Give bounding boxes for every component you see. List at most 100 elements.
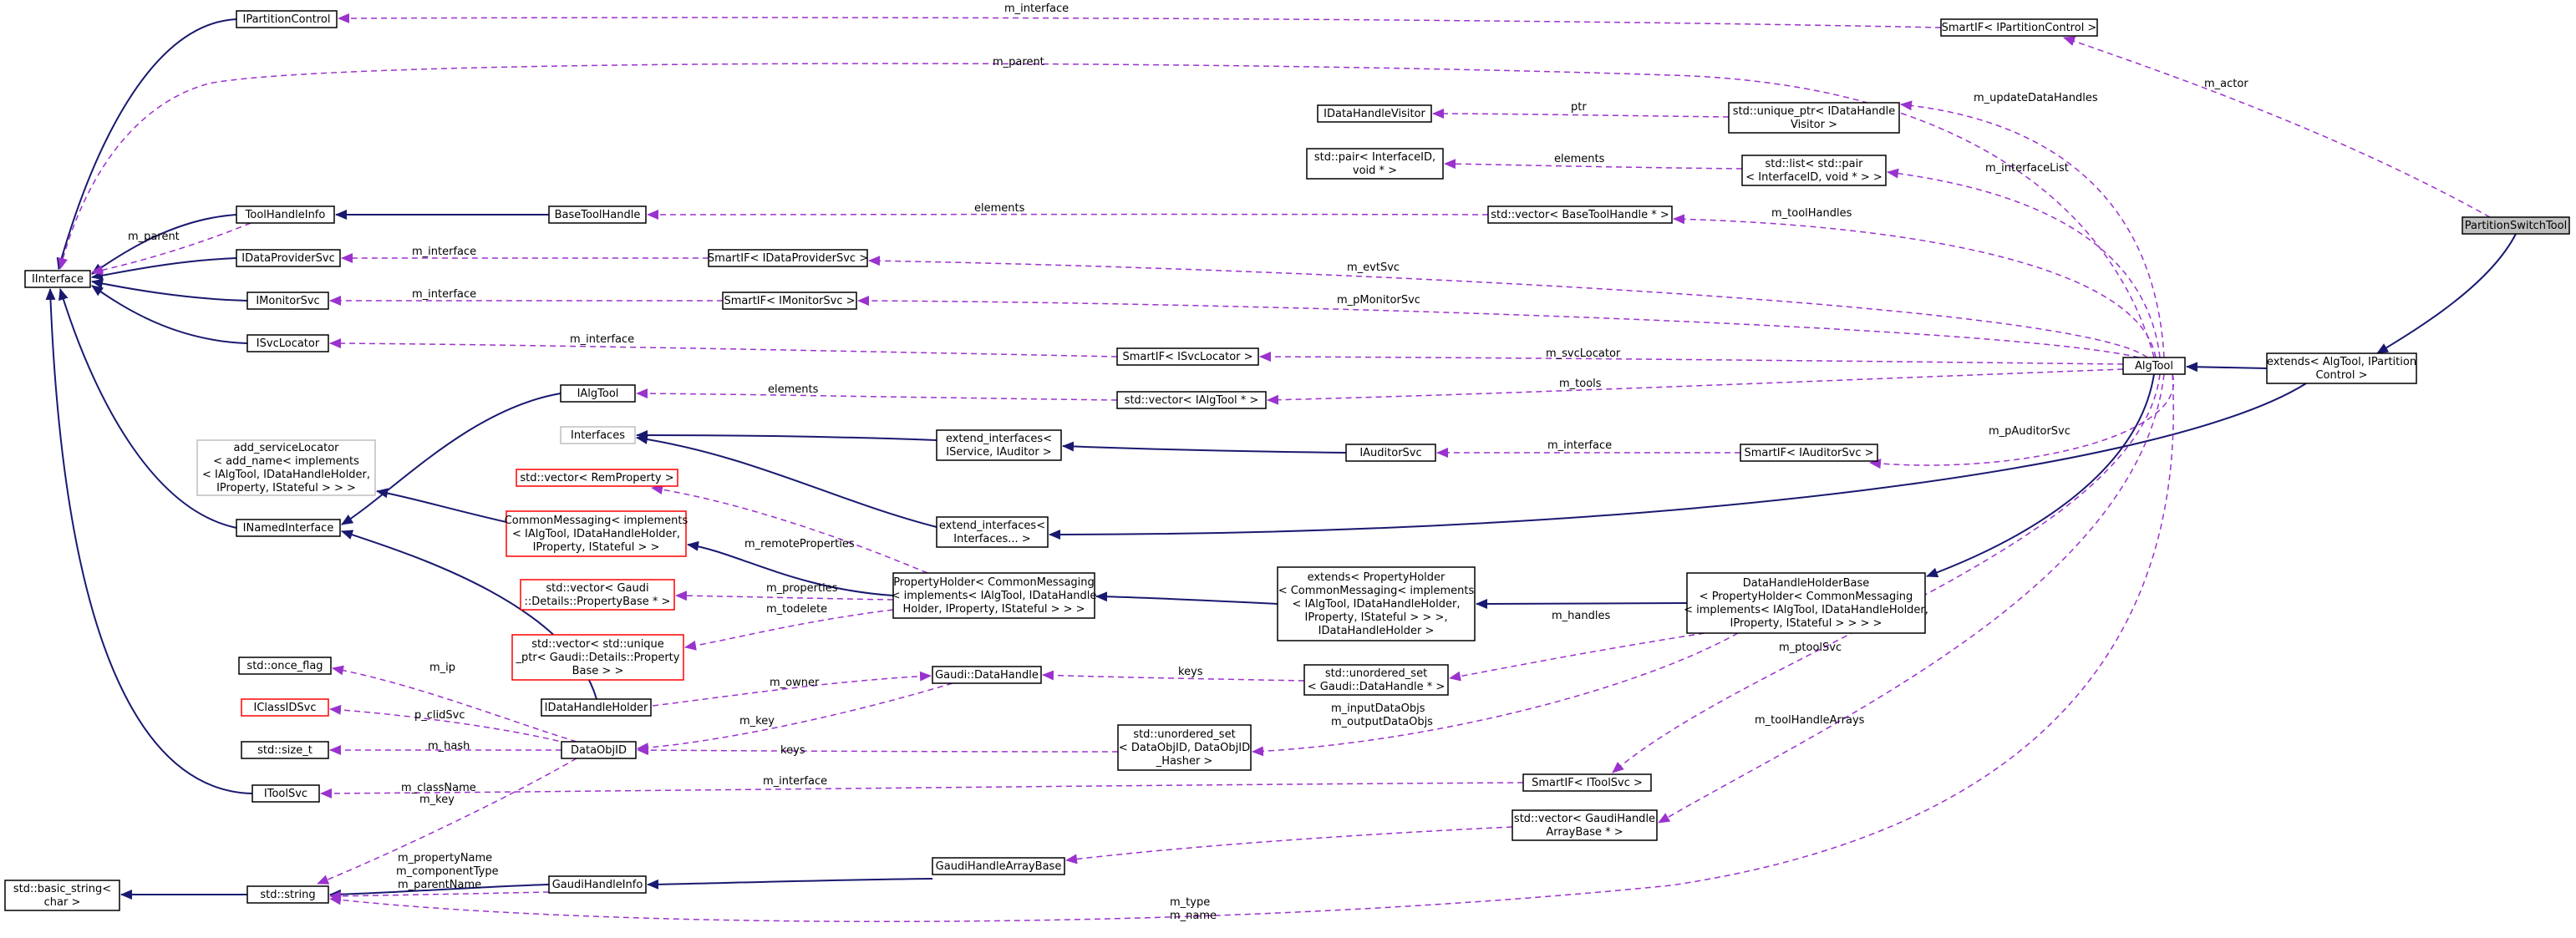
class-box bbox=[1740, 444, 1878, 462]
class-node-interfaces[interactable]: Interfaces bbox=[560, 426, 636, 444]
class-name-line: std::vector< Gaudi bbox=[546, 582, 648, 595]
class-node-gaudi-datahandle[interactable]: Gaudi::DataHandle bbox=[932, 666, 1042, 684]
class-node-vector-gaudihandlearraybase[interactable]: std::vector< GaudiHandleArrayBase * > bbox=[1512, 809, 1658, 841]
class-box bbox=[892, 572, 1095, 619]
class-node-unordered-set-datahandle[interactable]: std::unordered_set< Gaudi::DataHandle * … bbox=[1303, 664, 1449, 696]
class-name-line: IAlgTool bbox=[577, 388, 619, 400]
class-node-imonitorsvc[interactable]: IMonitorSvc bbox=[246, 292, 329, 310]
class-node-vector-propertybase[interactable]: std::vector< Gaudi::Details::PropertyBas… bbox=[520, 579, 675, 611]
class-node-dataobjid[interactable]: DataObjID bbox=[561, 741, 637, 759]
class-node-smartif-iauditorsvc[interactable]: SmartIF< IAuditorSvc > bbox=[1740, 444, 1878, 462]
usage-edge-dataobjid-to-std-string bbox=[317, 758, 577, 885]
class-node-vector-basetoolhandle[interactable]: std::vector< BaseToolHandle * > bbox=[1487, 205, 1673, 224]
class-node-std-basic-string[interactable]: std::basic_string<char > bbox=[4, 880, 120, 911]
class-name-line: std::vector< BaseToolHandle * > bbox=[1491, 209, 1669, 221]
class-node-extend-interfaces-iservice[interactable]: extend_interfaces<IService, IAuditor > bbox=[936, 429, 1062, 461]
class-node-unordered-set-dataobjid[interactable]: std::unordered_set< DataObjID, DataObjID… bbox=[1117, 724, 1252, 771]
class-node-smartif-idataprovidersvc[interactable]: SmartIF< IDataProviderSvc > bbox=[708, 249, 868, 267]
class-box bbox=[241, 741, 329, 759]
class-node-itoolsvc[interactable]: IToolSvc bbox=[252, 784, 320, 803]
class-node-propertyholder[interactable]: PropertyHolder< CommonMessaging< impleme… bbox=[892, 572, 1097, 619]
usage-edge-datahandleholderbase-to-unordered-set-dataobjid bbox=[1252, 632, 1739, 757]
usage-edge-gaudihandleinfo-to-std-string bbox=[329, 890, 550, 901]
class-node-smartif-ipartitioncontrol[interactable]: SmartIF< IPartitionControl > bbox=[1940, 18, 2098, 37]
edge-label-m-ptoolsvc: m_ptoolSvc bbox=[1779, 641, 1842, 654]
class-name-line: < InterfaceID, void * > > bbox=[1745, 171, 1882, 184]
inherit-edge-idataprovidersvc-to-iinterface bbox=[91, 257, 237, 281]
class-box bbox=[1487, 205, 1673, 224]
inherit-edge-gaudihandlearraybase-to-gaudihandleinfo bbox=[647, 878, 933, 890]
edge-label-m-evtsvc: m_evtSvc bbox=[1347, 261, 1400, 274]
class-node-ialgtool[interactable]: IAlgTool bbox=[560, 384, 636, 403]
class-name-line: IInterface bbox=[32, 273, 84, 286]
edge-label-m-outputdataobjs: m_outputDataObjs bbox=[1331, 716, 1433, 728]
class-name-line: ::Details::PropertyBase * > bbox=[525, 596, 671, 608]
class-name-line: SmartIF< IMonitorSvc > bbox=[724, 295, 855, 307]
class-box bbox=[1116, 391, 1267, 409]
class-name-line: BaseToolHandle bbox=[555, 209, 641, 221]
class-name-line: Control > bbox=[2315, 369, 2367, 382]
class-node-unique-ptr-idatahandlevisitor[interactable]: std::unique_ptr< IDataHandleVisitor > bbox=[1728, 102, 1900, 134]
class-node-vector-unique-propertybase[interactable]: std::vector< std::unique_ptr< Gaudi::Det… bbox=[511, 634, 684, 681]
class-name-line: std::pair< InterfaceID, bbox=[1314, 151, 1435, 164]
usage-edge-algtool-to-smartif-idataprovidersvc bbox=[868, 256, 2148, 358]
class-name-line: PropertyHolder< CommonMessaging bbox=[893, 576, 1095, 589]
class-node-vector-remproperty[interactable]: std::vector< RemProperty > bbox=[516, 469, 678, 487]
class-box bbox=[560, 426, 636, 444]
class-node-gaudihandlearraybase[interactable]: GaudiHandleArrayBase bbox=[932, 857, 1065, 875]
class-node-basetoolhandle[interactable]: BaseToolHandle bbox=[548, 205, 647, 224]
edge-label-m-remoteproperties: m_remoteProperties bbox=[744, 538, 855, 550]
class-name-line: < DataObjID, DataObjID bbox=[1119, 742, 1250, 754]
class-name-line: char > bbox=[44, 896, 81, 909]
class-node-std-size-t[interactable]: std::size_t bbox=[241, 741, 329, 759]
class-node-extend-interfaces-interfaces[interactable]: extend_interfaces<Interfaces... > bbox=[936, 516, 1049, 548]
inherit-edge-extend-interfaces-interfaces-to-interfaces bbox=[636, 434, 937, 528]
class-node-list-pair-interfaceid[interactable]: std::list< std::pair< InterfaceID, void … bbox=[1741, 155, 1887, 186]
class-node-partitionswitchtool[interactable]: PartitionSwitchTool bbox=[2462, 216, 2570, 235]
class-node-toolhandleinfo[interactable]: ToolHandleInfo bbox=[236, 205, 335, 224]
usage-edge-dataobjid-to-std-once-flag bbox=[332, 665, 577, 743]
class-name-line: ArrayBase * > bbox=[1546, 826, 1623, 839]
edge-label-elements-basetoolhandle: elements bbox=[974, 202, 1025, 215]
class-node-gaudihandleinfo[interactable]: GaudiHandleInfo bbox=[548, 875, 647, 894]
class-box bbox=[236, 519, 341, 537]
class-node-idatahandleholder[interactable]: IDataHandleHolder bbox=[541, 698, 652, 717]
class-node-extends-propertyholder[interactable]: extends< PropertyHolder< CommonMessaging… bbox=[1277, 566, 1476, 641]
class-name-line: GaudiHandleInfo bbox=[552, 879, 643, 891]
class-name-line: SmartIF< ISvcLocator > bbox=[1122, 351, 1252, 363]
class-node-idataprovidersvc[interactable]: IDataProviderSvc bbox=[236, 249, 341, 267]
class-node-idatahandlevisitor[interactable]: IDataHandleVisitor bbox=[1317, 104, 1432, 123]
class-node-isvclocator[interactable]: ISvcLocator bbox=[246, 334, 329, 352]
edge-label-m-interface-dps: m_interface bbox=[412, 246, 476, 258]
class-node-smartif-isvclocator[interactable]: SmartIF< ISvcLocator > bbox=[1116, 347, 1259, 366]
class-node-iauditorsvc[interactable]: IAuditorSvc bbox=[1345, 444, 1436, 462]
class-node-smartif-imonitorsvc[interactable]: SmartIF< IMonitorSvc > bbox=[722, 292, 857, 310]
class-node-commonmessaging[interactable]: CommonMessaging< implements< IAlgTool, I… bbox=[505, 510, 688, 557]
class-name-line: std::list< std::pair bbox=[1765, 158, 1863, 170]
class-name-line: DataHandleHolderBase bbox=[1743, 577, 1869, 590]
class-box bbox=[238, 657, 332, 675]
class-node-vector-ialgtool[interactable]: std::vector< IAlgTool * > bbox=[1116, 391, 1267, 409]
class-node-extends-algtool[interactable]: extends< AlgTool, IPartitionControl > bbox=[2266, 352, 2417, 384]
usage-edge-partitionswitchtool-to-smartif-ipartitioncontrol bbox=[2063, 36, 2491, 218]
class-node-inamedinterface[interactable]: INamedInterface bbox=[236, 519, 341, 537]
class-node-iclassidsvc[interactable]: IClassIDSvc bbox=[241, 698, 329, 717]
class-box bbox=[506, 510, 687, 557]
usage-edge-propertyholder-to-vector-remproperty bbox=[651, 484, 928, 574]
class-node-algtool[interactable]: AlgTool bbox=[2122, 357, 2186, 375]
class-node-ipartitioncontrol[interactable]: IPartitionControl bbox=[236, 10, 338, 28]
class-node-pair-interfaceid[interactable]: std::pair< InterfaceID,void * > bbox=[1306, 148, 1444, 180]
class-node-datahandleholderbase[interactable]: DataHandleHolderBase< PropertyHolder< Co… bbox=[1684, 572, 1928, 634]
class-node-smartif-itoolsvc[interactable]: SmartIF< IToolSvc > bbox=[1522, 773, 1652, 792]
class-node-iinterface[interactable]: IInterface bbox=[24, 270, 91, 288]
class-node-add-servicelocator[interactable]: add_serviceLocator< add_name< implements… bbox=[196, 439, 376, 496]
usage-edge-algtool-to-iinterface bbox=[58, 63, 2155, 358]
class-box bbox=[246, 334, 329, 352]
class-name-line: extends< PropertyHolder bbox=[1308, 571, 1446, 584]
edge-label-m-parent-top: m_parent bbox=[993, 56, 1044, 68]
class-node-std-string[interactable]: std::string bbox=[246, 885, 329, 904]
class-node-std-once-flag[interactable]: std::once_flag bbox=[238, 657, 332, 675]
edge-label-p-clidsvc: p_clidSvc bbox=[414, 709, 465, 722]
usage-edge-smartif-isvclocator-to-isvclocator bbox=[329, 338, 1118, 357]
class-name-line: extend_interfaces< bbox=[939, 520, 1045, 532]
